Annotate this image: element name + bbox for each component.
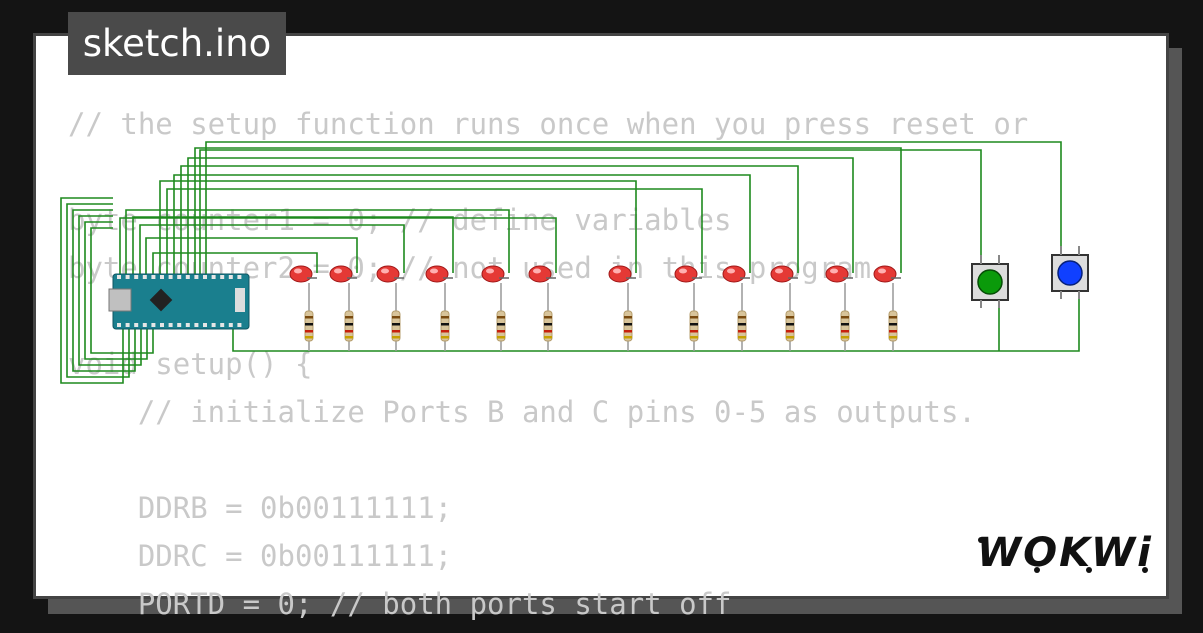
- wire: [72, 209, 136, 372]
- board-pin: [185, 323, 190, 327]
- board-pin: [168, 323, 173, 327]
- led: [289, 265, 317, 283]
- resistor: [737, 283, 747, 351]
- code-line: PORTD = 0; // both ports start off: [68, 587, 732, 621]
- board-pin: [177, 275, 182, 279]
- board-pin: [160, 323, 164, 327]
- wire: [152, 252, 318, 275]
- led: [608, 265, 636, 283]
- wokwi-logo: WOKWi: [975, 526, 1155, 578]
- board-pin: [211, 275, 216, 279]
- resistor: [689, 283, 699, 351]
- board-pin: [203, 323, 207, 327]
- resistor: [496, 283, 506, 351]
- svg-text:WOKWi: WOKWi: [977, 530, 1153, 576]
- wire: [205, 141, 1062, 275]
- board-pin: [203, 275, 207, 279]
- board-pin: [160, 275, 164, 279]
- wire: [132, 216, 454, 275]
- led: [481, 265, 509, 283]
- code-line: DDRC = 0b00111111;: [68, 539, 453, 573]
- wire: [119, 217, 557, 275]
- led: [528, 265, 556, 283]
- board-pin: [177, 323, 182, 327]
- code-background: // the setup function runs once when you…: [68, 100, 1028, 628]
- resistor: [785, 283, 795, 351]
- arduino-nano-board: [108, 273, 250, 330]
- led: [376, 265, 404, 283]
- preview-card: // the setup function runs once when you…: [33, 33, 1169, 621]
- board-pin: [151, 275, 156, 279]
- board-pin: [125, 323, 130, 327]
- led: [722, 265, 750, 283]
- reset-button-icon: [235, 288, 245, 312]
- board-pin: [134, 275, 139, 279]
- wokwi-logo-icon: WOKWi: [977, 530, 1153, 576]
- wire: [139, 224, 405, 275]
- resistor: [840, 283, 850, 351]
- board-pin: [220, 275, 225, 279]
- board-pin: [194, 323, 199, 327]
- wire: [187, 157, 854, 275]
- file-name-tab[interactable]: sketch.ino: [68, 12, 286, 75]
- wire: [125, 209, 510, 275]
- usb-connector-icon: [108, 288, 132, 312]
- code-line: // initialize Ports B and C pins 0-5 as …: [68, 395, 976, 429]
- led: [674, 265, 702, 283]
- wire: [145, 237, 358, 275]
- wire: [166, 188, 703, 275]
- wire: [180, 165, 799, 275]
- resistor: [543, 283, 553, 351]
- led: [770, 265, 798, 283]
- board-pin: [125, 275, 130, 279]
- code-line: DDRB = 0b00111111;: [68, 491, 453, 525]
- resistor: [440, 283, 450, 351]
- resistor: [304, 283, 314, 351]
- led: [425, 265, 453, 283]
- board-pin: [228, 275, 233, 279]
- wire: [199, 149, 982, 275]
- leds: [289, 265, 901, 283]
- wire: [84, 221, 148, 360]
- board-pin: [220, 323, 225, 327]
- led: [329, 265, 357, 283]
- led: [825, 265, 853, 283]
- wire: [194, 147, 902, 275]
- green-pushbutton[interactable]: [971, 255, 1009, 308]
- blue-pushbutton[interactable]: [1051, 246, 1089, 299]
- board-pin: [194, 275, 199, 279]
- resistor: [888, 283, 898, 351]
- ground-wire: [232, 299, 1080, 352]
- circuit-diagram: [60, 141, 1089, 384]
- board-pin: [142, 275, 147, 279]
- resistor: [344, 283, 354, 351]
- board-pin: [237, 275, 242, 279]
- board-pin: [117, 323, 121, 327]
- board-pin: [168, 275, 173, 279]
- led: [873, 265, 901, 283]
- board-pin: [185, 275, 190, 279]
- wire: [66, 203, 130, 378]
- wire: [159, 180, 637, 275]
- board-pin: [151, 323, 156, 327]
- wire: [90, 227, 154, 354]
- wire: [173, 174, 751, 275]
- board-pin: [237, 323, 242, 327]
- code-line: // the setup function runs once when you…: [68, 107, 1029, 141]
- board-pin: [228, 323, 233, 327]
- resistor: [623, 283, 633, 351]
- resistors: [304, 283, 898, 351]
- wires: [60, 141, 1080, 384]
- board-pin: [117, 275, 121, 279]
- board-pin: [211, 323, 216, 327]
- resistor: [391, 283, 401, 351]
- board-pin: [134, 323, 139, 327]
- board-pin: [142, 323, 147, 327]
